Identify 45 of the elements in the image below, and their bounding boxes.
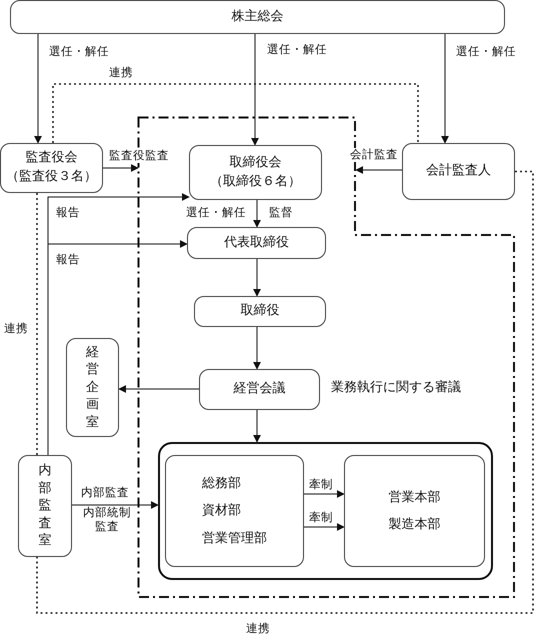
rounded-box: 内部監査室 <box>18 455 72 557</box>
arrow <box>355 166 402 174</box>
edge-label: 内部監査 <box>80 486 130 500</box>
edge-label: 連携 <box>108 66 134 80</box>
note-label: 監督 <box>268 206 294 220</box>
edge-label: 牽制 <box>308 478 334 492</box>
arrow <box>102 164 139 172</box>
side-note: 業務執行に関する審議 <box>330 380 462 396</box>
edge-label: 選任・解任 <box>185 206 247 220</box>
rounded-box: 取締役 <box>194 296 326 327</box>
rounded-box: 代表取締役 <box>187 227 326 259</box>
arrow <box>118 385 200 393</box>
rounded-box: 株主総会 <box>10 0 505 34</box>
rounded-box: 監査役会 （監査役３名） <box>0 143 103 193</box>
arrow <box>304 523 345 531</box>
rounded-box: 経営企画室 <box>66 338 119 437</box>
arrow <box>251 34 259 146</box>
rounded-box: 営業本部 製造本部 <box>344 455 485 567</box>
arrow <box>253 326 261 370</box>
arrow <box>253 258 261 297</box>
arrow <box>34 34 42 144</box>
rounded-box: 総務部 資材部 営業管理部 <box>165 455 304 567</box>
arrow <box>253 410 261 443</box>
arrow <box>72 501 159 509</box>
connector-line <box>52 83 419 143</box>
arrow <box>253 200 261 228</box>
connector-line <box>36 170 534 614</box>
edge-label: 選任・解任 <box>266 43 328 57</box>
edge-label: 監査役監査 <box>108 149 170 163</box>
edge-label: 会計監査 <box>349 148 399 162</box>
rounded-box: 会計監査人 <box>402 143 515 200</box>
note-label: 内部統制監査 <box>82 506 132 534</box>
arrow <box>304 490 345 498</box>
edge-label: 報告 <box>55 253 81 267</box>
rounded-box: 取締役会 （取締役６名） <box>189 145 322 200</box>
rounded-box: 経営会議 <box>199 369 320 410</box>
edge-label: 選任・解任 <box>48 45 110 59</box>
edge-label: 連携 <box>245 622 271 636</box>
edge-label: 連携 <box>3 322 29 336</box>
arrow <box>441 34 449 144</box>
edge-label: 報告 <box>55 206 81 220</box>
connector-line <box>36 193 38 455</box>
edge-label: 選任・解任 <box>455 45 517 59</box>
edge-label: 牽制 <box>308 511 334 525</box>
department-group-box <box>158 442 493 580</box>
